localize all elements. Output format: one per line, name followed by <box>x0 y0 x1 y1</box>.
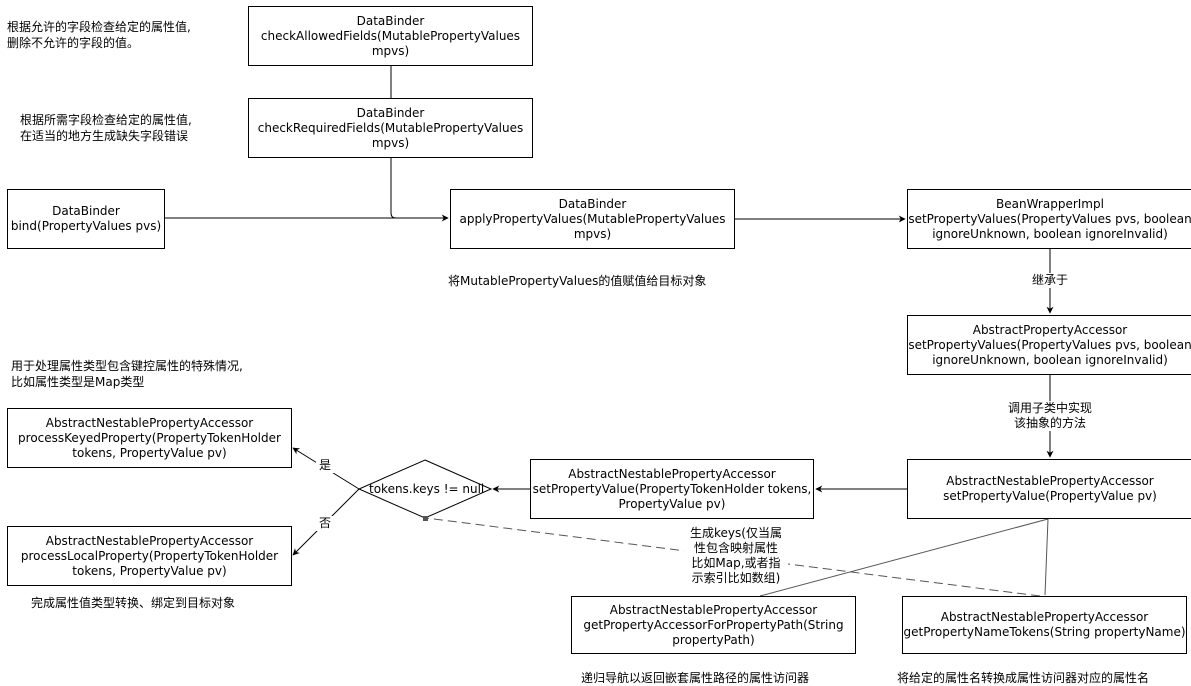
edge-label-call-subclass: 调用子类中实现 该抽象的方法 <box>998 401 1102 431</box>
node-line: BeanWrapperImpl <box>996 196 1104 211</box>
node-line: AbstractNestablePropertyAccessor <box>45 415 254 430</box>
label-line: 继承于 <box>1031 273 1068 287</box>
node-line: propertyPath) <box>672 632 755 647</box>
node-line: checkAllowedFields(MutablePropertyValues <box>260 28 521 43</box>
node-get-property-name-tokens: AbstractNestablePropertyAccessor getProp… <box>902 596 1187 654</box>
label-line: 是 <box>318 458 331 472</box>
node-line: bind(PropertyValues pvs) <box>10 219 162 233</box>
node-line: tokens, PropertyValue pv) <box>72 563 227 578</box>
edge-label-generate-keys: 生成keys(仅当属 性包含映射属性 比如Map,或者指 示索引比如数组) <box>684 526 788 586</box>
node-line: getPropertyAccessorForPropertyPath(Strin… <box>583 617 844 632</box>
note-line: 将给定的属性名转换成属性访问器对应的属性名 <box>897 671 1150 685</box>
node-line: tokens, PropertyValue pv) <box>72 445 227 460</box>
edge-label-yes: 是 <box>316 458 334 473</box>
note-line: 根据允许的字段检查给定的属性值, <box>7 20 191 34</box>
note-line: 递归导航以返回嵌套属性路径的属性访问器 <box>581 671 810 685</box>
node-line: AbstractPropertyAccessor <box>972 322 1128 337</box>
edge-label-inherit: 继承于 <box>1025 273 1075 288</box>
node-line: DataBinder <box>356 13 425 28</box>
node-line: AbstractNestablePropertyAccessor <box>946 474 1154 488</box>
node-line: ignoreUnknown, boolean ignoreInvalid) <box>932 352 1168 367</box>
note-line: 用于处理属性类型包含键控属性的特殊情况, <box>11 359 243 373</box>
node-line: setPropertyValue(PropertyTokenHolder tok… <box>532 481 812 496</box>
note-process-local: 完成属性值类型转换、绑定到目标对象 <box>31 595 235 611</box>
decision-label: tokens.keys != null <box>369 482 485 496</box>
note-line: 将MutablePropertyValues的值赋值给目标对象 <box>448 274 707 288</box>
node-line: AbstractNestablePropertyAccessor <box>940 610 1149 624</box>
node-line: getPropertyNameTokens(String propertyNam… <box>903 625 1186 639</box>
label-line: 示索引比如数组) <box>691 571 781 585</box>
node-abstract-property-accessor: AbstractPropertyAccessor setPropertyValu… <box>907 315 1191 375</box>
node-line: DataBinder <box>558 196 627 211</box>
node-bean-wrapper-impl: BeanWrapperImpl setPropertyValues(Proper… <box>907 189 1191 249</box>
node-nestable-set-property-value: AbstractNestablePropertyAccessor setProp… <box>907 459 1191 519</box>
note-line: 在适当的地方生成缺失字段错误 <box>20 129 189 143</box>
note-apply-property-values: 将MutablePropertyValues的值赋值给目标对象 <box>448 273 706 289</box>
edge-required-to-apply <box>390 158 440 219</box>
node-line: setPropertyValue(PropertyValue pv) <box>943 489 1157 503</box>
node-line: checkRequiredFields(MutablePropertyValue… <box>257 120 524 135</box>
label-line: 调用子类中实现 <box>1007 401 1092 415</box>
label-line: 该抽象的方法 <box>1013 416 1086 430</box>
node-bind: DataBinder bind(PropertyValues pvs) <box>7 189 165 249</box>
edge-nestable-to-getaccessor <box>759 518 1049 597</box>
node-line: AbstractNestablePropertyAccessor <box>568 466 776 481</box>
label-line: 否 <box>318 516 331 530</box>
note-process-keyed: 用于处理属性类型包含键控属性的特殊情况, 比如属性类型是Map类型 <box>11 358 243 390</box>
node-line: setPropertyValues(PropertyValues pvs, bo… <box>908 211 1191 226</box>
node-line: ignoreUnknown, boolean ignoreInvalid) <box>932 226 1168 241</box>
edge-label-no: 否 <box>316 516 334 531</box>
node-process-local-property: AbstractNestablePropertyAccessor process… <box>7 526 292 586</box>
node-get-property-accessor-for-path: AbstractNestablePropertyAccessor getProp… <box>571 596 856 654</box>
note-line: 比如属性类型是Map类型 <box>11 375 145 389</box>
node-line: PropertyValue pv) <box>618 496 726 511</box>
node-line: setPropertyValues(PropertyValues pvs, bo… <box>908 337 1191 352</box>
node-apply-property-values: DataBinder applyPropertyValues(MutablePr… <box>450 189 735 249</box>
node-line: DataBinder <box>356 105 425 120</box>
note-get-property-name-tokens: 将给定的属性名转换成属性访问器对应的属性名 <box>897 670 1149 686</box>
note-check-required: 根据所需字段检查给定的属性值, 在适当的地方生成缺失字段错误 <box>20 112 192 144</box>
node-check-required-fields: DataBinder checkRequiredFields(MutablePr… <box>248 98 533 158</box>
node-line: mpvs) <box>573 226 612 241</box>
node-line: DataBinder <box>52 204 120 218</box>
label-line: 性包含映射属性 <box>693 541 778 555</box>
note-line: 完成属性值类型转换、绑定到目标对象 <box>31 596 236 610</box>
note-line: 删除不允许的字段的值。 <box>7 36 140 50</box>
node-nestable-set-property-value-tokens: AbstractNestablePropertyAccessor setProp… <box>530 459 814 519</box>
note-check-allowed: 根据允许的字段检查给定的属性值, 删除不允许的字段的值。 <box>7 19 191 51</box>
node-process-keyed-property: AbstractNestablePropertyAccessor process… <box>7 408 292 468</box>
node-line: applyPropertyValues(MutablePropertyValue… <box>459 211 726 226</box>
dashed-edge-endpoint <box>423 516 428 521</box>
node-line: AbstractNestablePropertyAccessor <box>45 533 254 548</box>
node-line: mpvs) <box>371 43 410 58</box>
node-line: processKeyedProperty(PropertyTokenHolder <box>18 430 281 445</box>
edge-nestable-to-gettokens <box>1044 518 1049 596</box>
node-line: processLocalProperty(PropertyTokenHolder <box>20 548 279 563</box>
label-line: 比如Map,或者指 <box>691 556 781 570</box>
node-check-allowed-fields: DataBinder checkAllowedFields(MutablePro… <box>248 6 533 66</box>
label-line: 生成keys(仅当属 <box>690 526 782 540</box>
note-get-property-accessor: 递归导航以返回嵌套属性路径的属性访问器 <box>581 670 809 686</box>
note-line: 根据所需字段检查给定的属性值, <box>20 113 192 127</box>
node-line: AbstractNestablePropertyAccessor <box>609 602 818 617</box>
node-line: mpvs) <box>371 135 410 150</box>
